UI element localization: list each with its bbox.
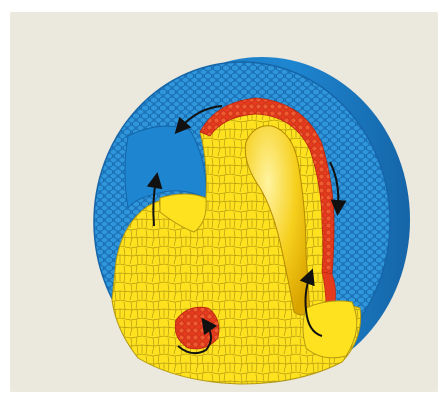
ventral-mesoderm-cluster xyxy=(175,307,219,349)
embryo-diagram xyxy=(10,12,438,392)
figure-background-panel xyxy=(10,12,438,392)
